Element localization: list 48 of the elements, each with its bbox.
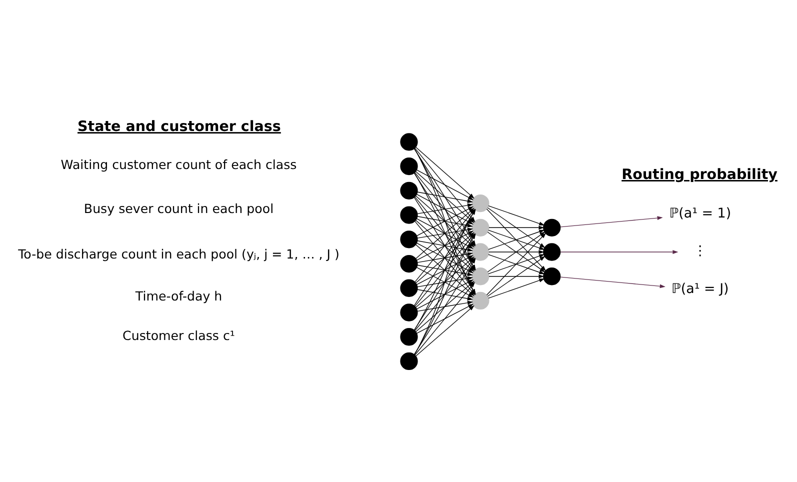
node-circle — [543, 242, 561, 260]
node-circle — [400, 328, 418, 346]
arrow — [488, 204, 545, 225]
arrow — [416, 216, 473, 227]
arrow — [488, 250, 544, 254]
node-circle — [472, 218, 490, 236]
label: To-be discharge count in each pool (yⱼ, j = 1, … , J ) — [18, 246, 340, 261]
node-circle — [400, 206, 418, 224]
node-circle — [400, 352, 418, 370]
arrow — [417, 300, 474, 312]
arrow — [416, 264, 473, 276]
arrow — [488, 225, 544, 230]
arrow — [416, 191, 473, 202]
label: State and customer class — [78, 118, 281, 135]
arrow — [487, 206, 546, 248]
label: Waiting customer count of each class — [60, 156, 297, 172]
arrow — [488, 278, 545, 298]
label: Routing probability — [622, 166, 778, 182]
node-circle — [543, 218, 561, 236]
label: Time-of-day h — [135, 288, 222, 303]
node-text: ℙ(a¹ = J) — [672, 282, 729, 297]
node-circle — [400, 132, 418, 150]
label: Busy sever count in each pool — [84, 200, 274, 216]
arrow — [560, 250, 678, 254]
node-circle — [400, 230, 418, 248]
node-circle — [543, 267, 561, 285]
arrow — [415, 146, 474, 198]
arrow — [560, 216, 663, 227]
node-circle — [400, 254, 418, 272]
arrow — [416, 169, 474, 200]
node-circle — [400, 181, 418, 199]
arrow — [488, 229, 545, 250]
arrow — [416, 303, 474, 334]
arrow — [488, 274, 544, 278]
node-circle — [400, 156, 418, 175]
label: Customer class c¹ — [122, 327, 235, 342]
node-circle — [472, 291, 490, 310]
node-circle — [472, 194, 490, 212]
node-circle — [472, 242, 490, 260]
node-circle — [472, 267, 490, 285]
arrow — [560, 276, 666, 288]
node-text: ℙ(a¹ = 1) — [669, 206, 732, 221]
node-circle — [400, 278, 418, 296]
node-circle — [400, 303, 418, 321]
arrow — [415, 304, 474, 356]
node-text: ⋮ — [693, 244, 707, 259]
arrow — [416, 288, 473, 300]
arrow — [416, 240, 473, 252]
